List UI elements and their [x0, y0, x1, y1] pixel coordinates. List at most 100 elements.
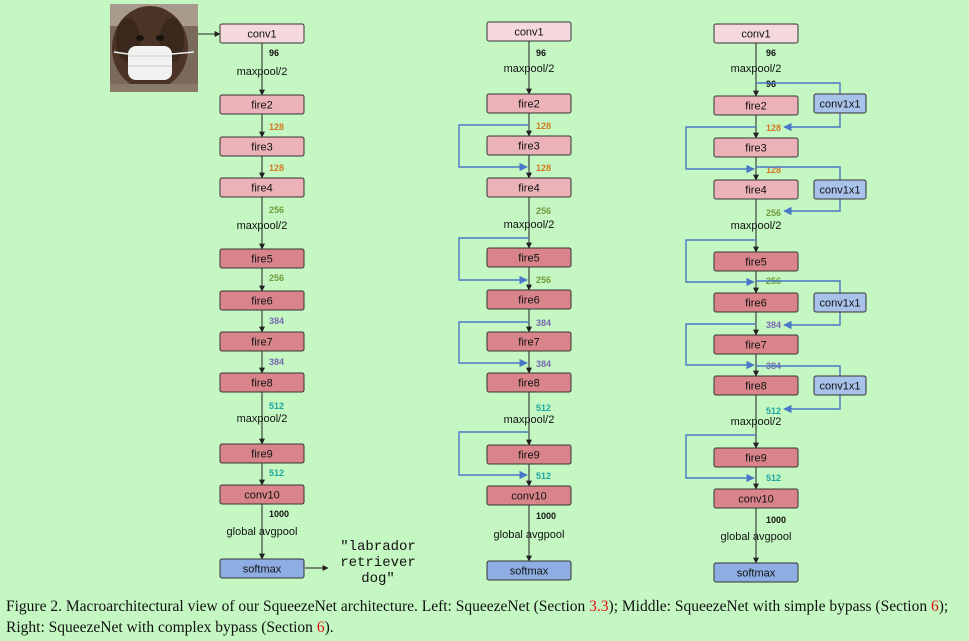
fire9-block-box	[486, 444, 572, 465]
fire8-block-label: fire8	[518, 378, 539, 390]
conv1-block: conv1	[486, 21, 572, 42]
channel-count: 256	[269, 205, 284, 215]
fire9-block: fire9	[713, 447, 799, 468]
conv1-block-label: conv1	[741, 29, 770, 41]
fire4-block-label: fire4	[251, 183, 272, 195]
conv1-block: conv1	[219, 23, 305, 44]
channel-count: 128	[766, 123, 781, 133]
simple-bypass-connection	[458, 237, 529, 285]
fire8-block-box	[219, 372, 305, 393]
fire2-block-box	[486, 93, 572, 114]
fire7-block-box	[713, 334, 799, 355]
fire3-block-label: fire3	[745, 143, 766, 155]
simple-bypass-connection	[685, 239, 756, 287]
channel-count: 256	[766, 208, 781, 218]
figure-caption: Figure 2. Macroarchitectural view of our…	[6, 596, 966, 638]
fire2-block-label: fire2	[251, 100, 272, 112]
fire4-block-box	[219, 177, 305, 198]
pool-label: maxpool/2	[504, 63, 555, 75]
simple-bypass-connection	[458, 321, 529, 368]
fire8-block: fire8	[219, 372, 305, 393]
conv1x1-label: conv1x1	[820, 381, 861, 393]
conv1-block-box	[219, 23, 305, 44]
fire9-block-label: fire9	[251, 449, 272, 461]
complex-bypass-connection	[756, 166, 841, 180]
softmax-block-label: softmax	[243, 564, 282, 576]
fire3-block: fire3	[713, 137, 799, 158]
softmax-block: softmax	[486, 560, 572, 581]
fire5-block-label: fire5	[745, 257, 766, 269]
complex-bypass-connection	[756, 365, 841, 376]
conv10-block-label: conv10	[244, 490, 279, 502]
fire3-block: fire3	[219, 136, 305, 157]
fire9-block-label: fire9	[518, 450, 539, 462]
channel-count: 512	[536, 471, 551, 481]
channel-count: 512	[536, 403, 551, 413]
channel-count: 256	[536, 275, 551, 285]
channel-count: 384	[536, 318, 551, 328]
channel-count: 512	[766, 473, 781, 483]
conv10-block-box	[713, 488, 799, 509]
input-dog-photo	[110, 4, 198, 92]
conv1x1-label: conv1x1	[820, 99, 861, 111]
simple-bypass-connection	[458, 124, 529, 172]
complex-bypass-connection	[783, 199, 841, 216]
simple-bypass-connection	[458, 431, 529, 480]
fire8-block-label: fire8	[251, 378, 272, 390]
channel-count: 256	[536, 206, 551, 216]
channel-count: 1000	[766, 515, 786, 525]
pool-label: global avgpool	[494, 529, 565, 541]
complex-bypass-connection	[783, 312, 841, 330]
pool-label: maxpool/2	[504, 414, 555, 426]
fire7-block-label: fire7	[518, 337, 539, 349]
fire6-block-label: fire6	[251, 296, 272, 308]
fire4-block: fire4	[713, 179, 799, 200]
fire5-block-label: fire5	[518, 253, 539, 265]
channel-count: 384	[269, 357, 284, 367]
squeezenet-diagram: conv1 fire2 fire3 fire4 fire5 fire6 fire7 fire8…	[110, 4, 867, 587]
channel-count: 512	[766, 406, 781, 416]
conv1x1-block: conv1x1	[813, 93, 867, 114]
conv10-block: conv10	[219, 484, 305, 505]
fire9-block-label: fire9	[745, 453, 766, 465]
fire2-block: fire2	[486, 93, 572, 114]
channel-count: 384	[766, 320, 781, 330]
fire2-block-box	[713, 95, 799, 116]
caption-text-2: ); Middle: SqueezeNet with simple bypass…	[608, 598, 931, 615]
fire4-block: fire4	[219, 177, 305, 198]
conv10-block: conv10	[713, 488, 799, 509]
softmax-block-box	[219, 558, 305, 579]
softmax-block-label: softmax	[737, 568, 776, 580]
conv1x1-box	[813, 93, 867, 114]
caption-ref-section-3-3[interactable]: 3.3	[589, 598, 609, 615]
fire7-block-box	[486, 331, 572, 352]
fire8-block: fire8	[486, 372, 572, 393]
caption-ref-section-6-a[interactable]: 6	[930, 598, 939, 615]
channel-count: 128	[269, 163, 284, 173]
pool-label: maxpool/2	[237, 66, 288, 78]
fire5-block: fire5	[219, 248, 305, 269]
fire5-block-box	[486, 247, 572, 268]
fire4-block-label: fire4	[518, 183, 539, 195]
fire7-block: fire7	[713, 334, 799, 355]
fire7-block-label: fire7	[251, 337, 272, 349]
fire6-block-label: fire6	[518, 295, 539, 307]
caption-ref-section-6-b[interactable]: 6	[316, 619, 325, 636]
channel-count: 512	[269, 468, 284, 478]
conv1-block: conv1	[713, 23, 799, 44]
pool-label: maxpool/2	[731, 63, 782, 75]
complex-bypass-connection	[756, 82, 841, 94]
caption-text-4: ).	[324, 619, 334, 636]
fire9-block-box	[713, 447, 799, 468]
fire3-block-box	[713, 137, 799, 158]
fire2-block: fire2	[219, 94, 305, 115]
conv1x1-box	[813, 292, 867, 313]
conv1x1-block: conv1x1	[813, 375, 867, 396]
channel-count: 96	[536, 48, 546, 58]
fire6-block-box	[713, 292, 799, 313]
fire5-block-label: fire5	[251, 254, 272, 266]
squeezenet-complex-bypass-column: conv1fire2fire3fire4fire5fire6fire7fire8…	[685, 23, 867, 583]
fire9-block: fire9	[219, 443, 305, 464]
fire8-block-box	[486, 372, 572, 393]
fire2-block-label: fire2	[518, 99, 539, 111]
